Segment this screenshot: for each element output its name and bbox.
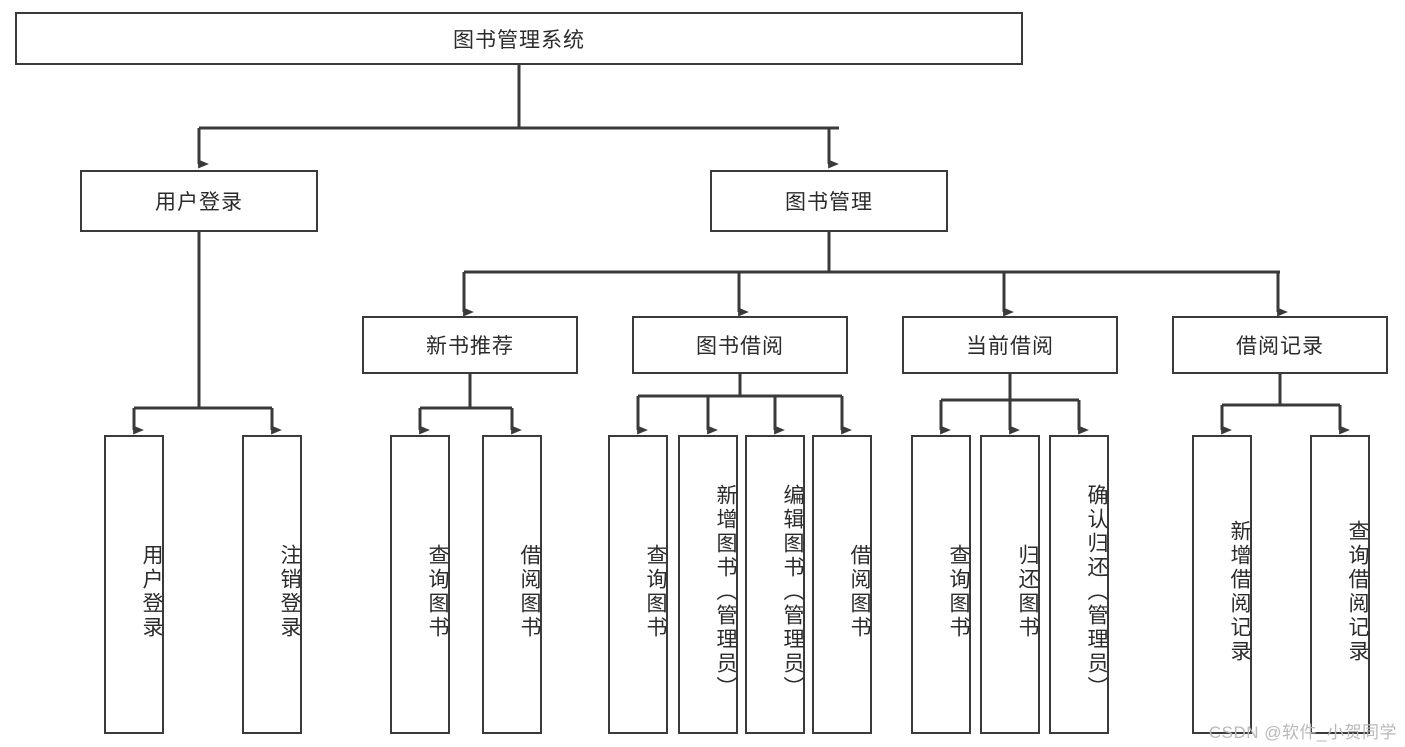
leaf-confirm-return-label: 确认归还（管理员）	[1085, 483, 1108, 700]
leaf-query-record-label: 查询借阅记录	[1346, 519, 1369, 664]
node-book-management-label: 图书管理	[785, 191, 873, 214]
leaf-user-login-label: 用户登录	[140, 543, 163, 640]
node-new-book-recommend[interactable]: 新书推荐	[362, 316, 578, 374]
node-user-login-label: 用户登录	[155, 191, 243, 214]
node-new-book-recommend-label: 新书推荐	[426, 335, 514, 358]
leaf-edit-book-label: 编辑图书（管理员）	[781, 483, 804, 700]
leaf-query-book-1-label: 查询图书	[426, 543, 449, 640]
leaf-borrow-book-1-label: 借阅图书	[518, 543, 541, 640]
leaf-borrow-book-2-label: 借阅图书	[848, 543, 871, 640]
node-root[interactable]: 图书管理系统	[15, 12, 1023, 65]
leaf-logout-label: 注销登录	[278, 543, 301, 640]
leaf-borrow-book-2[interactable]: 借阅图书	[812, 435, 872, 734]
node-book-borrow[interactable]: 图书借阅	[632, 316, 848, 374]
node-borrow-record[interactable]: 借阅记录	[1172, 316, 1388, 374]
leaf-add-book[interactable]: 新增图书（管理员）	[678, 435, 738, 734]
leaf-query-book-3-label: 查询图书	[947, 543, 970, 640]
node-book-management[interactable]: 图书管理	[710, 170, 948, 232]
node-borrow-record-label: 借阅记录	[1236, 335, 1324, 358]
leaf-add-record-label: 新增借阅记录	[1228, 519, 1251, 664]
leaf-query-book-2-label: 查询图书	[644, 543, 667, 640]
leaf-logout[interactable]: 注销登录	[242, 435, 302, 734]
csdn-watermark: CSDN @软件_小贺同学	[1208, 723, 1397, 742]
leaf-borrow-book-1[interactable]: 借阅图书	[482, 435, 542, 734]
node-current-borrow-label: 当前借阅	[966, 335, 1054, 358]
leaf-add-book-label: 新增图书（管理员）	[714, 483, 737, 700]
leaf-add-record[interactable]: 新增借阅记录	[1192, 435, 1252, 734]
leaf-query-book-1[interactable]: 查询图书	[390, 435, 450, 734]
leaf-query-book-2[interactable]: 查询图书	[608, 435, 668, 734]
node-user-login[interactable]: 用户登录	[80, 170, 318, 232]
leaf-query-book-3[interactable]: 查询图书	[911, 435, 971, 734]
leaf-edit-book[interactable]: 编辑图书（管理员）	[745, 435, 805, 734]
leaf-user-login[interactable]: 用户登录	[104, 435, 164, 734]
leaf-return-book[interactable]: 归还图书	[980, 435, 1040, 734]
leaf-confirm-return[interactable]: 确认归还（管理员）	[1049, 435, 1109, 734]
node-book-borrow-label: 图书借阅	[696, 335, 784, 358]
node-root-label: 图书管理系统	[453, 28, 585, 52]
leaf-return-book-label: 归还图书	[1016, 543, 1039, 640]
leaf-query-record[interactable]: 查询借阅记录	[1310, 435, 1370, 734]
node-current-borrow[interactable]: 当前借阅	[902, 316, 1118, 374]
